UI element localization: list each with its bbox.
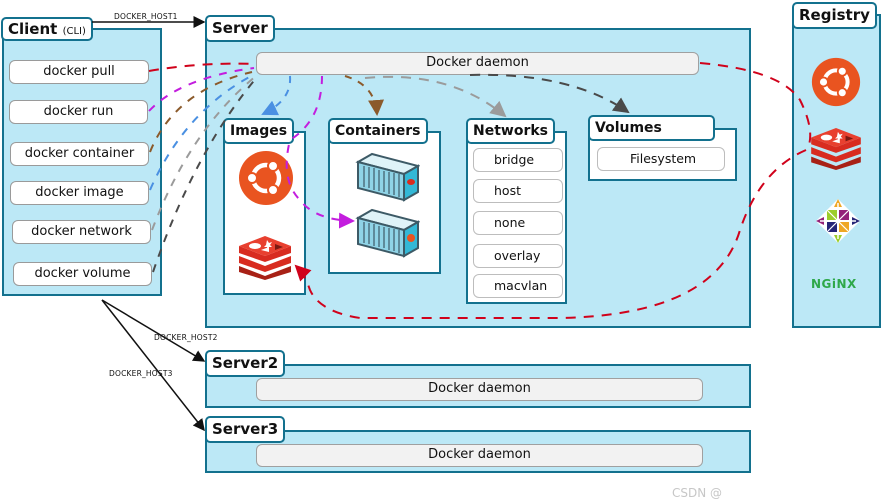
network-macvlan[interactable]: macvlan — [473, 274, 563, 298]
network-host[interactable]: host — [473, 179, 563, 203]
server2-docker-daemon[interactable]: Docker daemon — [256, 378, 703, 401]
registry-ubuntu-icon — [811, 57, 861, 107]
container-redis-icon — [355, 208, 420, 258]
watermark: CSDN @ — [672, 486, 723, 500]
volumes-title: Volumes — [588, 115, 715, 141]
container-ubuntu-icon — [355, 152, 420, 202]
registry-title: Registry — [792, 2, 877, 29]
cmd-docker-image[interactable]: docker image — [10, 181, 149, 205]
cmd-docker-run[interactable]: docker run — [9, 100, 148, 124]
server3-title: Server3 — [205, 416, 286, 443]
server-title: Server — [205, 15, 275, 42]
cmd-docker-pull[interactable]: docker pull — [9, 60, 149, 84]
network-overlay[interactable]: overlay — [473, 244, 563, 268]
images-title: Images — [223, 118, 295, 144]
volume-filesystem[interactable]: Filesystem — [597, 147, 725, 171]
client-title: Client (CLI) — [1, 17, 93, 41]
networks-box: bridge host none overlay macvlan — [466, 131, 567, 304]
docker-host2-label: DOCKER_HOST2 — [154, 333, 218, 342]
docker-host3-label: DOCKER_HOST3 — [109, 369, 173, 378]
networks-title: Networks — [466, 118, 556, 144]
registry-redis-icon — [811, 128, 861, 170]
server-docker-daemon[interactable]: Docker daemon — [256, 52, 699, 75]
containers-title: Containers — [328, 118, 428, 144]
server3-docker-daemon[interactable]: Docker daemon — [256, 444, 703, 467]
server2-title: Server2 — [205, 350, 286, 377]
docker-host1-label: DOCKER_HOST1 — [114, 12, 178, 21]
cmd-docker-network[interactable]: docker network — [12, 220, 151, 244]
redis-icon — [239, 236, 291, 280]
nginx-logo: NGiNX — [811, 277, 857, 291]
docker-host2-arrow — [101, 299, 206, 362]
network-bridge[interactable]: bridge — [473, 148, 563, 172]
cmd-docker-container[interactable]: docker container — [10, 142, 149, 166]
docker-host3-arrow — [101, 299, 205, 432]
centos-icon — [816, 199, 860, 243]
cmd-docker-volume[interactable]: docker volume — [13, 262, 152, 286]
ubuntu-icon — [239, 151, 293, 205]
client-title-text: Client — [8, 20, 58, 38]
client-subtitle: (CLI) — [62, 26, 86, 37]
network-none[interactable]: none — [473, 211, 563, 235]
